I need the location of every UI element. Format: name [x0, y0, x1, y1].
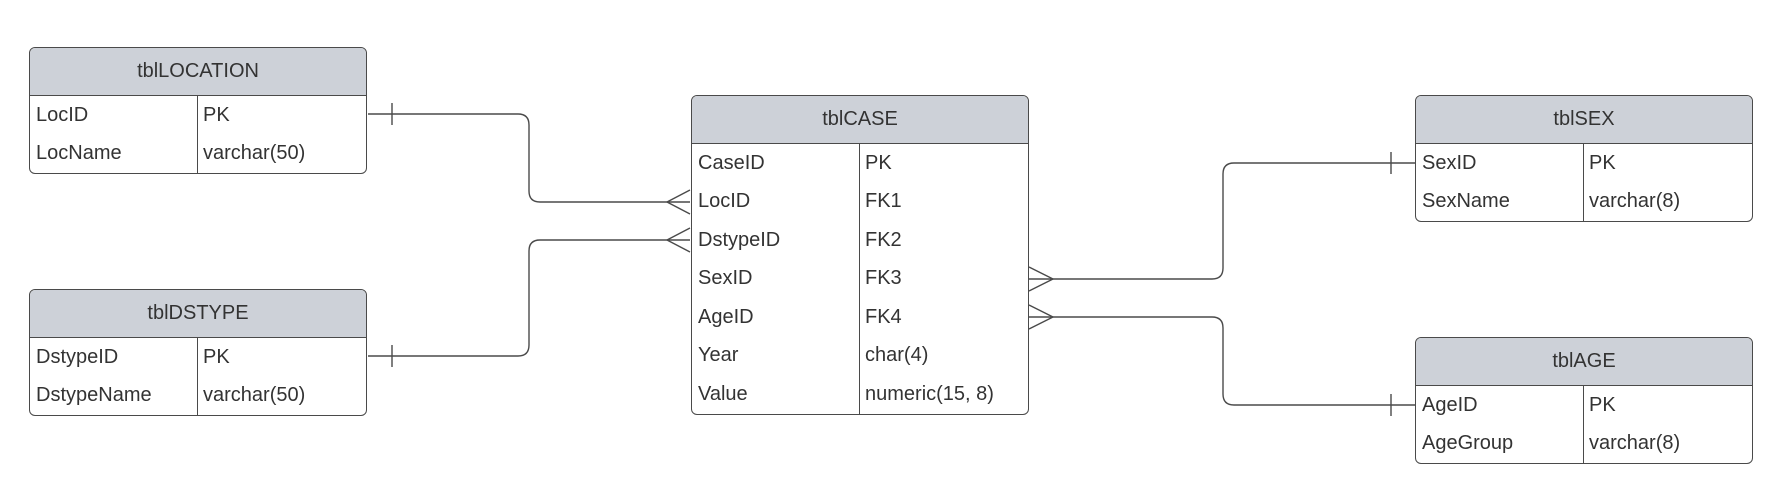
field-type: FK4 [865, 305, 902, 328]
field-row[interactable]: LocID FK1 [692, 183, 1028, 222]
field-type: varchar(50) [203, 384, 306, 407]
many-marker [1028, 304, 1054, 330]
field-type: varchar(8) [1589, 190, 1681, 213]
field-name: AgeID [698, 305, 754, 328]
table-title: tblAGE [1416, 338, 1752, 386]
field-row[interactable]: AgeID PK [1416, 386, 1752, 425]
field-row[interactable]: SexID FK3 [692, 260, 1028, 299]
field-name: DstypeName [36, 384, 152, 407]
field-type: PK [865, 151, 892, 174]
table-title: tblCASE [692, 96, 1028, 144]
table-tbldstype[interactable]: tblDSTYPE DstypeID PK DstypeName varchar… [29, 289, 367, 416]
field-type: char(4) [865, 344, 929, 367]
table-title: tblDSTYPE [30, 290, 366, 338]
field-name: SexID [1422, 151, 1477, 174]
table-tblsex[interactable]: tblSEX SexID PK SexName varchar(8) [1415, 95, 1753, 222]
field-row[interactable]: SexName varchar(8) [1416, 183, 1752, 222]
field-type: numeric(15, 8) [865, 382, 994, 405]
table-tblcase[interactable]: tblCASE CaseID PK LocID FK1 DstypeID FK2… [691, 95, 1029, 415]
field-name: SexID [698, 267, 753, 290]
field-row[interactable]: DstypeID FK2 [692, 221, 1028, 260]
field-row[interactable]: Value numeric(15, 8) [692, 375, 1028, 414]
field-row[interactable]: LocID PK [30, 96, 366, 135]
relationship-dstype-case[interactable] [368, 239, 690, 357]
field-type: varchar(50) [203, 142, 306, 165]
field-name: Value [698, 382, 748, 405]
field-name: CaseID [698, 151, 765, 174]
field-name: LocID [698, 190, 751, 213]
field-row[interactable]: DstypeName varchar(50) [30, 377, 366, 416]
field-row[interactable]: Year char(4) [692, 337, 1028, 376]
field-name: DstypeID [36, 345, 119, 368]
field-name: LocName [36, 142, 122, 165]
field-type: PK [203, 345, 230, 368]
many-marker [666, 189, 691, 215]
field-name: SexName [1422, 190, 1510, 213]
table-title: tblLOCATION [30, 48, 366, 96]
field-row[interactable]: DstypeID PK [30, 338, 366, 377]
table-title: tblSEX [1416, 96, 1752, 144]
field-row[interactable]: AgeGroup varchar(8) [1416, 425, 1752, 464]
field-type: PK [1589, 151, 1616, 174]
field-name: Year [698, 344, 739, 367]
relationship-sex-case[interactable] [1029, 162, 1415, 280]
table-tbllocation[interactable]: tblLOCATION LocID PK LocName varchar(50) [29, 47, 367, 174]
table-tblage[interactable]: tblAGE AgeID PK AgeGroup varchar(8) [1415, 337, 1753, 464]
field-row[interactable]: LocName varchar(50) [30, 135, 366, 174]
relationship-location-case[interactable] [368, 113, 690, 203]
field-type: PK [1589, 393, 1616, 416]
field-row[interactable]: SexID PK [1416, 144, 1752, 183]
field-row[interactable]: CaseID PK [692, 144, 1028, 183]
field-row[interactable]: AgeID FK4 [692, 298, 1028, 337]
field-name: AgeGroup [1422, 432, 1514, 455]
relationship-age-case[interactable] [1029, 316, 1415, 406]
field-type: FK1 [865, 190, 902, 213]
field-type: PK [203, 103, 230, 126]
field-name: AgeID [1422, 393, 1478, 416]
field-type: FK3 [865, 267, 902, 290]
field-type: varchar(8) [1589, 432, 1681, 455]
field-name: LocID [36, 103, 89, 126]
field-type: FK2 [865, 228, 902, 251]
many-marker [666, 227, 691, 253]
field-name: DstypeID [698, 228, 781, 251]
many-marker [1028, 266, 1054, 292]
